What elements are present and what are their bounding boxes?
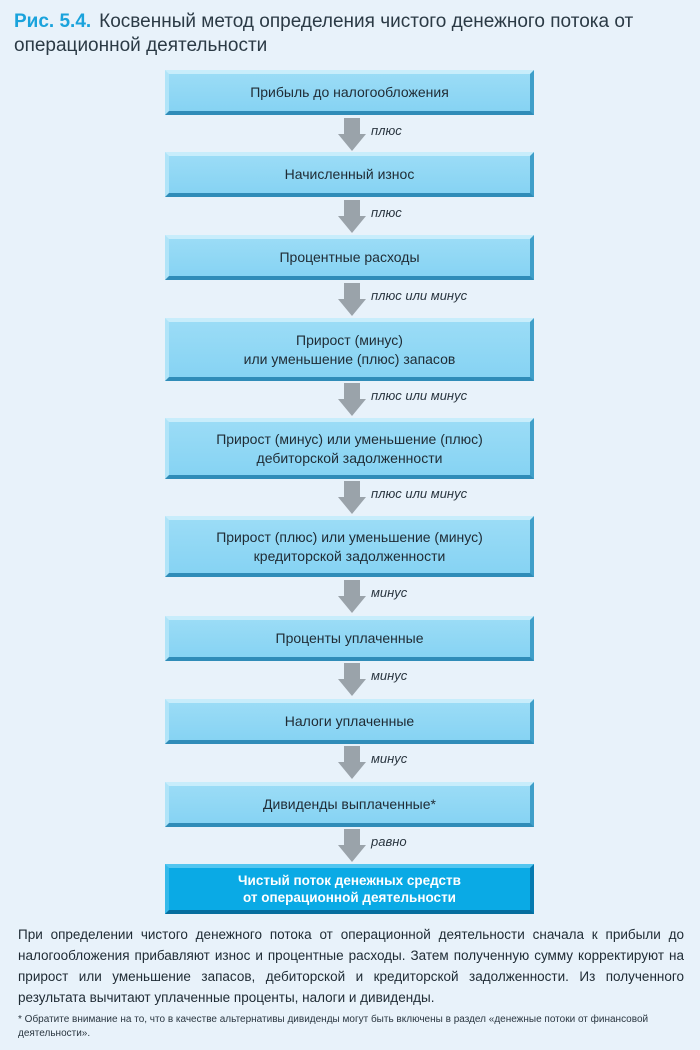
result-label: Чистый поток денежных средств от операци…: [238, 873, 461, 905]
down-arrow-icon: [338, 580, 366, 613]
step-box-payables-change: Прирост (плюс) или уменьшение (минус) кр…: [165, 516, 534, 577]
down-arrow-icon: [338, 481, 366, 514]
connector-label: минус: [371, 668, 408, 683]
connector-label: плюс: [371, 123, 402, 138]
step-box-interest-paid: Проценты уплаченные: [165, 616, 534, 661]
connector-label: плюс или минус: [371, 486, 468, 501]
connector-label: плюс или минус: [371, 288, 468, 303]
step-label: Проценты уплаченные: [275, 630, 424, 646]
down-arrow-icon: [338, 200, 366, 233]
connector: минус: [337, 580, 477, 622]
connector: минус: [337, 746, 477, 788]
down-arrow-icon: [338, 118, 366, 151]
figure-title: Рис. 5.4.Косвенный метод определения чис…: [14, 10, 684, 58]
down-arrow-icon: [338, 283, 366, 316]
footnote: * Обратите внимание на то, что в качеств…: [18, 1014, 649, 1039]
connector-label: равно: [371, 834, 407, 849]
step-box-receivables-change: Прирост (минус) или уменьшение (плюс) де…: [165, 418, 534, 479]
step-box-depreciation: Начисленный износ: [165, 152, 534, 197]
step-box-interest-expense: Процентные расходы: [165, 235, 534, 280]
connector: плюс или минус: [337, 383, 477, 425]
step-label: Налоги уплаченные: [284, 713, 415, 729]
figure-title-text: Косвенный метод определения чистого дене…: [14, 11, 634, 56]
step-label: Прирост (минус) или уменьшение (плюс) де…: [216, 430, 483, 466]
result-box-net-operating-cash-flow: Чистый поток денежных средств от операци…: [165, 864, 534, 914]
connector: плюс или минус: [337, 481, 477, 523]
down-arrow-icon: [338, 829, 366, 862]
figure-label: Рис. 5.4.: [14, 11, 92, 32]
connector-label: минус: [371, 751, 408, 766]
step-label: Процентные расходы: [279, 249, 420, 265]
explanation-paragraph: При определении чистого денежного потока…: [18, 927, 684, 1005]
connector-label: плюс: [371, 205, 402, 220]
step-box-taxes-paid: Налоги уплаченные: [165, 699, 534, 744]
step-box-inventory-change: Прирост (минус) или уменьшение (плюс) за…: [165, 318, 534, 381]
step-label: Прирост (плюс) или уменьшение (минус) кр…: [216, 528, 483, 564]
step-label: Прирост (минус) или уменьшение (плюс) за…: [243, 331, 456, 367]
down-arrow-icon: [338, 746, 366, 779]
connector-label: минус: [371, 585, 408, 600]
connector-label: плюс или минус: [371, 388, 468, 403]
step-label: Начисленный износ: [284, 166, 415, 182]
connector: плюс или минус: [337, 283, 477, 325]
step-box-dividends-paid: Дивиденды выплаченные*: [165, 782, 534, 827]
step-label: Прибыль до налогообложения: [250, 84, 449, 100]
step-label: Дивиденды выплаченные*: [263, 796, 436, 812]
connector: плюс: [337, 118, 477, 160]
connector: равно: [337, 829, 477, 871]
connector: плюс: [337, 200, 477, 242]
down-arrow-icon: [338, 383, 366, 416]
step-box-profit-before-tax: Прибыль до налогообложения: [165, 70, 534, 115]
down-arrow-icon: [338, 663, 366, 696]
connector: минус: [337, 663, 477, 705]
